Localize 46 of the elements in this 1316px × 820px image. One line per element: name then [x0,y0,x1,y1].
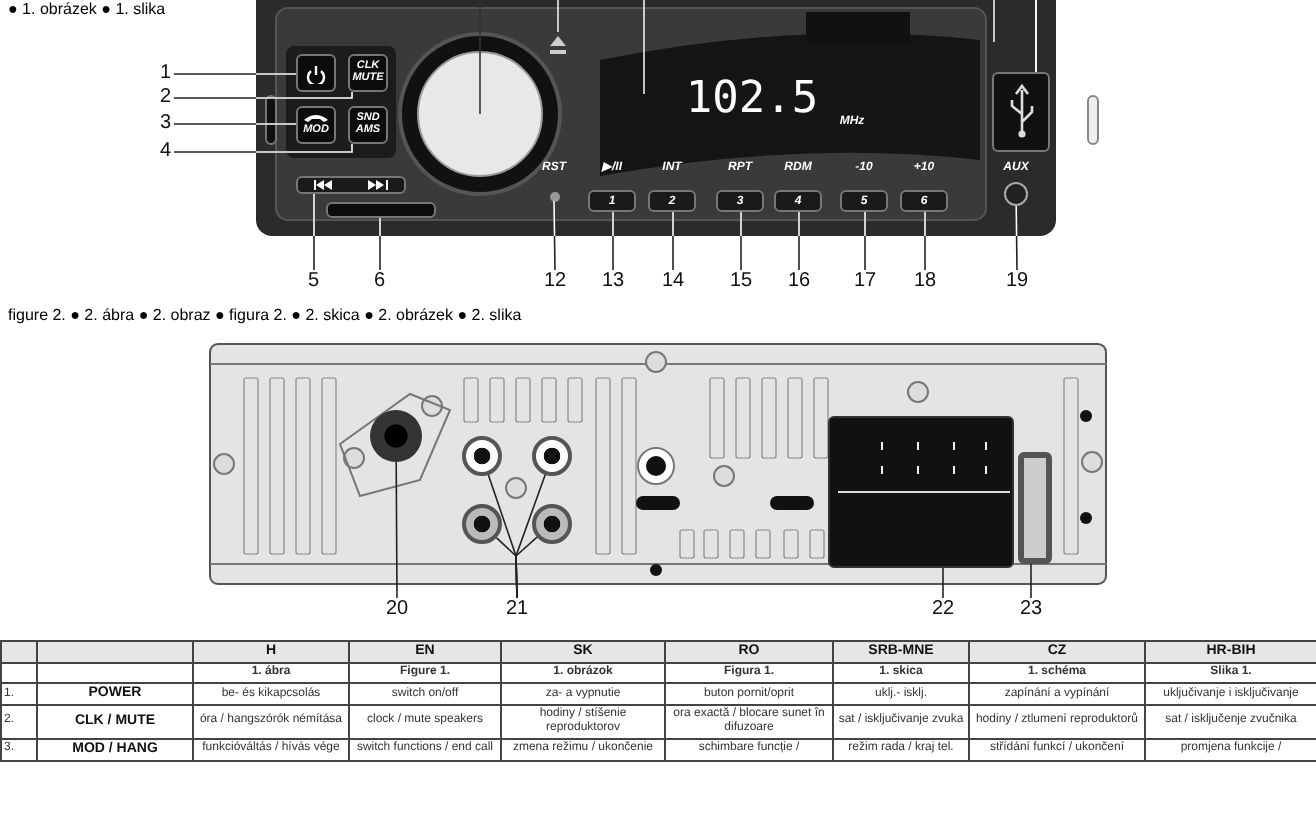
callout-number: 15 [730,272,753,292]
iso-connector [828,416,1014,568]
callout-number: 2 [160,88,172,108]
callout-number: 22 [932,600,955,620]
leader-line [395,461,398,599]
figure-caption: figure 2. ● 2. ábra ● 2. obraz ● figura 2. ● 2. skica ● 2. obrázek ● 2. slika [8,306,522,324]
callout-number: 21 [506,600,529,620]
leader-line [313,193,315,271]
fuse-holder [1018,452,1052,564]
leader-line [740,211,742,271]
callout-number: 20 [386,600,409,620]
leader-line [173,73,297,75]
figure-caption: ● 1. obrázek ● 1. slika [8,0,166,18]
callout-number: 1 [160,64,172,84]
callout-number: 12 [544,272,567,292]
leader-line [798,211,800,271]
reset-hole [549,191,559,201]
callout-number: 3 [160,114,172,134]
callout-number: 17 [854,272,877,292]
callout-number: 6 [374,272,386,292]
leader-line [612,211,614,271]
callout-number: 23 [1020,600,1043,620]
usb-port [992,72,1050,152]
leader-line [173,123,297,125]
card-slot [326,202,436,218]
callout-number: 13 [602,272,625,292]
leader-line [864,211,866,271]
leader-line [942,567,944,599]
leader-line [1035,0,1037,73]
frequency-display: 102.5 [685,78,819,122]
power-button [296,54,336,92]
leader-line [672,211,674,271]
leader-line [1030,563,1032,599]
callout-number: 18 [914,272,937,292]
callout-number: 14 [662,272,685,292]
callout-number: 19 [1006,272,1029,292]
leader-line [1015,205,1018,271]
leader-line [515,536,538,599]
callout-number: 16 [788,272,811,292]
leader-line [553,200,556,271]
leader-line [924,211,926,271]
mode-button [296,106,336,144]
callout-number: 5 [308,272,320,292]
leader-line [379,217,381,271]
seek-button [296,176,406,194]
callout-number: 4 [160,142,172,162]
